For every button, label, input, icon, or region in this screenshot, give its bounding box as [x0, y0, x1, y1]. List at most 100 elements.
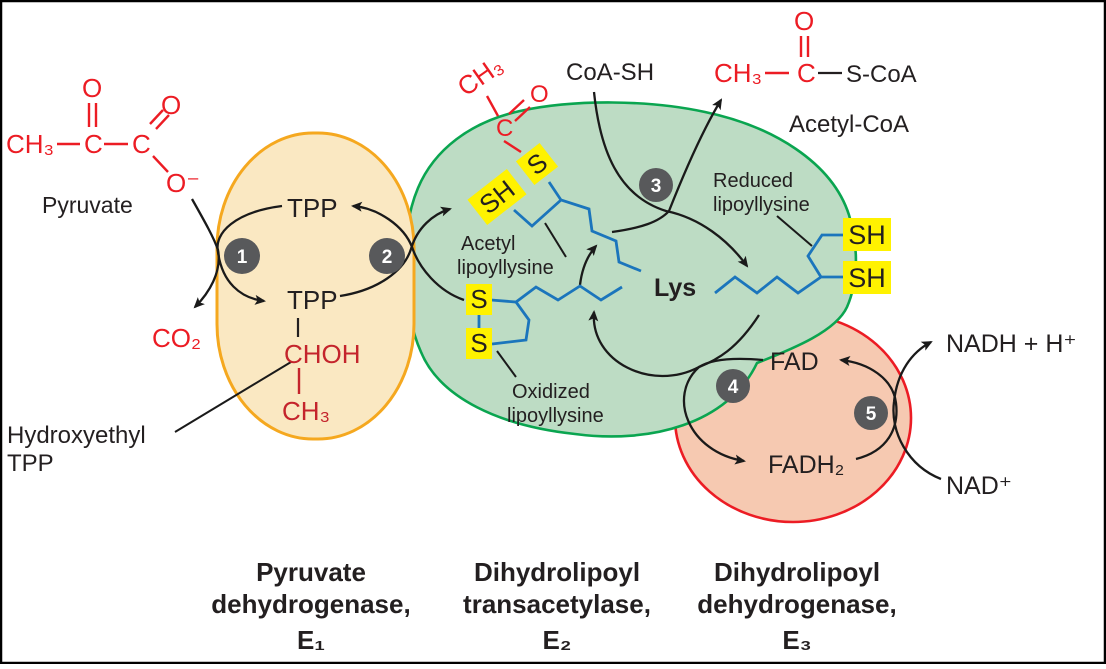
step-2-badge: 2 [369, 238, 405, 274]
arrow-out-to-acetylcoa [611, 98, 723, 234]
pyruvate-c2: C [132, 129, 151, 159]
reaction-arrows [190, 91, 942, 481]
oxidized-lipoyllysine-line2: lipoyllysine [507, 405, 604, 427]
arrow-oxidized-lipoyl-to-tpp [351, 201, 465, 302]
arrow-pyruvate-to-co2 [190, 198, 220, 309]
hydroxyethyl-ch3: CH₃ [282, 396, 330, 426]
enzyme-e2-line3: E₂ [543, 625, 572, 655]
chain-acetyl-lipoyllysine [547, 181, 642, 273]
pyruvate-o2: O [161, 90, 181, 120]
sh-reduced-top-label: SH [848, 220, 886, 250]
step-5-badge: 5 [854, 396, 888, 430]
acetylcoa-structure-bonds [765, 36, 842, 75]
co2-label: CO₂ [152, 323, 201, 353]
pyruvate-o1: O [82, 73, 102, 103]
bond-line [514, 106, 531, 122]
sh-reduced-top-box [843, 218, 891, 251]
arrow-tpp-cycle-left [216, 204, 283, 305]
lipoyllysine-chains [477, 181, 844, 346]
step-4-number: 4 [728, 377, 739, 398]
acetyl-c: C [496, 115, 513, 142]
pyruvate-label: Pyruvate [42, 192, 133, 218]
acetylcoa-scoa: S-CoA [846, 61, 917, 88]
chain-reduced-lipoyllysine [806, 233, 844, 278]
hydroxyethyl-label-line2: TPP [7, 450, 54, 477]
step-3-number: 3 [651, 176, 662, 197]
acetylcoa-o: O [794, 6, 814, 36]
pointer-hydroxyethyl-tpp [174, 361, 292, 433]
enzyme-e1-line1: Pyruvate [256, 557, 366, 587]
acetyl-ch3: CH₃ [452, 50, 509, 102]
enzyme-e1-line2: dehydrogenase, [211, 589, 410, 619]
arrow-fadh2-to-fad [839, 356, 898, 461]
reduced-lipoyllysine-line2: lipoyllysine [713, 194, 810, 216]
acetylcoa-ch3: CH₃ [714, 58, 762, 88]
fad-label: FAD [770, 348, 819, 376]
chain-acetyl-lipoyllysine [513, 198, 562, 228]
arrow-fad-to-fadh2 [682, 357, 764, 465]
bond-line [508, 99, 525, 115]
arrow-lipoyl-cycle-return [588, 310, 760, 377]
enzyme-e2-line2: transacetylase, [463, 589, 651, 619]
arrow-lipoyl-cycle-small [578, 244, 598, 286]
enzyme-e1-line3: E₁ [297, 625, 325, 655]
tpp-top-label: TPP [287, 193, 338, 223]
hydroxyethyl-label-line1: Hydroxyethyl [7, 422, 146, 449]
sh-reduced-bottom-box [843, 261, 891, 294]
acetyl-lipoyllysine-line1: Acetyl [461, 233, 515, 255]
bond-line [155, 114, 170, 130]
step-1-badge: 1 [224, 238, 260, 274]
arrow-tpp-to-acetyl-lipoyllysine [339, 206, 452, 298]
acetylcoa-label: Acetyl-CoA [789, 111, 909, 138]
chain-oxidized-lipoyllysine-ring [491, 301, 531, 346]
arrow-coash-in [592, 91, 749, 268]
pyruvate-structure: CH₃ C C O O O⁻ Pyruvate CO₂ [6, 73, 201, 353]
fadh2-label: FADH₂ [768, 451, 844, 479]
acetyl-o: O [530, 81, 549, 108]
pyruvate-c1: C [84, 129, 103, 159]
tpp-bottom-label: TPP [287, 285, 338, 315]
bond-line [149, 109, 164, 125]
lys-label: Lys [654, 274, 696, 302]
acetyl-group-bonds [485, 95, 531, 154]
bond-line [485, 95, 500, 117]
nadh-label: NADH + H⁺ [946, 330, 1077, 358]
nad-label: NAD⁺ [946, 472, 1012, 500]
step-circles: 1 2 3 4 5 [224, 168, 888, 430]
bond-line [503, 139, 522, 154]
enzyme-e2-line1: Dihydrolipoyl [474, 557, 640, 587]
step-3-badge: 3 [639, 168, 673, 202]
pyruvate-ch3: CH₃ [6, 129, 54, 159]
s-oxidized-top-box [466, 284, 492, 315]
acetyl-lipoyllysine-line2: lipoyllysine [457, 257, 554, 279]
enzyme-e3-line1: Dihydrolipoyl [714, 557, 880, 587]
s-oxidized-bottom-label: S [470, 328, 487, 358]
choh-label: CHOH [284, 339, 361, 369]
pointer-acetyl-lipoyllysine [544, 222, 567, 258]
hydroxyethyl-tpp-bonds [296, 318, 301, 394]
e3-labels: FAD FADH₂ NADH + H⁺ NAD⁺ [768, 330, 1077, 500]
pyruvate-structure-bonds [57, 103, 170, 173]
enzyme-name-labels: Pyruvate dehydrogenase, E₁ Dihydrolipoyl… [211, 557, 896, 655]
enzyme-e3-line2: dehydrogenase, [697, 589, 896, 619]
s-oxidized-top-label: S [470, 284, 487, 314]
acetylcoa-c: C [797, 58, 816, 88]
bond-line [152, 155, 169, 173]
sh-acetyl-box [467, 169, 527, 225]
step-5-number: 5 [866, 404, 877, 425]
step-1-number: 1 [237, 247, 248, 268]
e1-labels: TPP TPP CHOH CH₃ Hydroxyethyl TPP [7, 193, 361, 477]
reduced-lipoyllysine-line1: Reduced [713, 170, 793, 192]
oxidized-lipoyllysine-line1: Oxidized [512, 381, 590, 403]
step-2-number: 2 [382, 247, 393, 268]
s-oxidized-bottom-box [466, 328, 492, 359]
pyruvate-o-minus: O⁻ [166, 168, 200, 198]
coash-label: CoA-SH [566, 59, 654, 86]
pointer-reduced-lipoyllysine [776, 215, 813, 247]
pointer-lines [174, 215, 813, 433]
s-acetyl-box [515, 142, 559, 186]
arrow-nad-to-nadh [892, 340, 942, 481]
enzyme-e3-line3: E₃ [782, 625, 811, 655]
